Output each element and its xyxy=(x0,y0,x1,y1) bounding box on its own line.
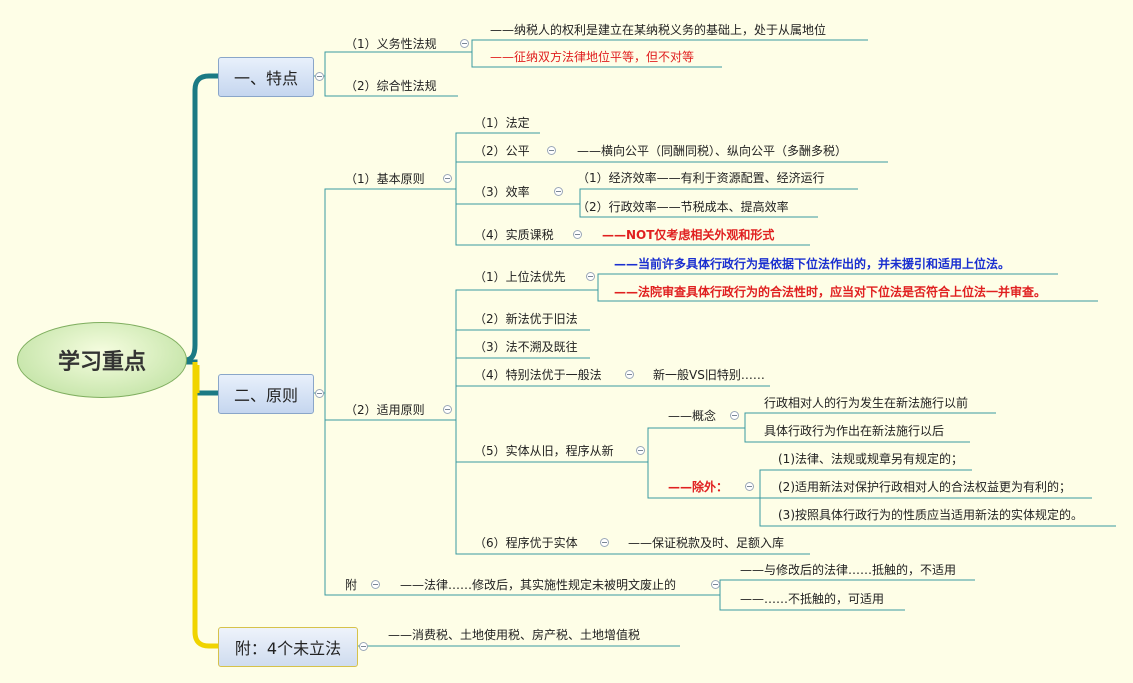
node-obligation-note1[interactable]: ——纳税人的权利是建立在某纳税义务的基础上，处于从属地位 xyxy=(490,23,827,37)
node-applicable-principles[interactable]: （2）适用原则 xyxy=(345,403,425,417)
node-exception-2[interactable]: (2)适用新法对保护行政相对人的合法权益更为有利的； xyxy=(778,480,1072,494)
node-efficiency[interactable]: （3）效率 xyxy=(474,185,530,199)
node-obligation[interactable]: （1）义务性法规 xyxy=(345,37,437,51)
collapse-icon[interactable] xyxy=(443,174,452,183)
node-concept-1[interactable]: 行政相对人的行为发生在新法施行以前 xyxy=(764,396,969,410)
node-concept-2[interactable]: 具体行政行为作出在新法施行以后 xyxy=(764,424,945,438)
root-node[interactable]: 学习重点 xyxy=(17,322,187,398)
collapse-icon[interactable] xyxy=(711,580,720,589)
collapse-icon[interactable] xyxy=(586,272,595,281)
node-legality[interactable]: （1）法定 xyxy=(474,116,530,130)
branch-principles[interactable]: 二、原则 xyxy=(218,374,314,414)
node-concept[interactable]: ——概念 xyxy=(668,409,717,423)
node-non-retroactive[interactable]: （3）法不溯及既往 xyxy=(474,340,578,354)
node-comprehensive[interactable]: （2）综合性法规 xyxy=(345,79,437,93)
node-substance-procedure[interactable]: （5）实体从旧，程序从新 xyxy=(474,444,614,458)
node-substance[interactable]: （4）实质课税 xyxy=(474,228,554,242)
branch-features-label: 一、特点 xyxy=(233,69,298,88)
collapse-icon[interactable] xyxy=(460,39,469,48)
node-appendix-conflict[interactable]: ——与修改后的法律……抵触的，不适用 xyxy=(740,563,957,577)
branch-features[interactable]: 一、特点 xyxy=(218,57,314,97)
collapse-icon[interactable] xyxy=(625,370,634,379)
node-exception-3[interactable]: (3)按照具体行政行为的性质应当适用新法的实体规定的。 xyxy=(778,508,1084,522)
node-exception-1[interactable]: (1)法律、法规或规章另有规定的； xyxy=(778,452,963,466)
root-label: 学习重点 xyxy=(57,350,146,375)
branch-unlegislated[interactable]: 附：4个未立法 xyxy=(218,627,358,667)
collapse-icon[interactable] xyxy=(315,389,324,398)
node-new-law[interactable]: （2）新法优于旧法 xyxy=(474,312,578,326)
node-unlegislated-note[interactable]: ——消费税、土地使用税、房产税、土地增值税 xyxy=(388,628,641,642)
node-obligation-note2[interactable]: ——征纳双方法律地位平等，但不对等 xyxy=(490,50,695,64)
collapse-icon[interactable] xyxy=(730,411,739,420)
node-superior-law-note1[interactable]: ——当前许多具体行政行为是依据下位法作出的，并未援引和适用上位法。 xyxy=(614,257,1011,271)
collapse-icon[interactable] xyxy=(371,580,380,589)
collapse-icon[interactable] xyxy=(443,405,452,414)
node-admin-efficiency[interactable]: （2）行政效率——节税成本、提高效率 xyxy=(577,200,789,214)
node-procedure-first-note[interactable]: ——保证税款及时、足额入库 xyxy=(628,536,785,550)
node-basic-principles[interactable]: （1）基本原则 xyxy=(345,172,425,186)
node-procedure-first[interactable]: （6）程序优于实体 xyxy=(474,536,578,550)
node-economic-efficiency[interactable]: （1）经济效率——有利于资源配置、经济运行 xyxy=(577,171,825,185)
collapse-icon[interactable] xyxy=(547,146,556,155)
node-superior-law-note2[interactable]: ——法院审查具体行政行为的合法性时，应当对下位法是否符合上位法一并审查。 xyxy=(614,285,1047,299)
node-appendix-noconflict[interactable]: ——……不抵触的，可适用 xyxy=(740,592,885,606)
node-special-law[interactable]: （4）特别法优于一般法 xyxy=(474,368,602,382)
branch-unlegislated-label: 附：4个未立法 xyxy=(234,639,342,658)
collapse-icon[interactable] xyxy=(600,538,609,547)
node-fairness-note[interactable]: ——横向公平（同酬同税）、纵向公平（多酬多税） xyxy=(577,144,848,158)
collapse-icon[interactable] xyxy=(315,72,324,81)
collapse-icon[interactable] xyxy=(554,187,563,196)
node-exceptions[interactable]: ——除外： xyxy=(668,480,729,494)
node-superior-law[interactable]: （1）上位法优先 xyxy=(474,270,566,284)
branch-principles-label: 二、原则 xyxy=(233,386,298,405)
node-special-law-note[interactable]: 新一般VS旧特别…… xyxy=(653,368,765,382)
collapse-icon[interactable] xyxy=(573,230,582,239)
node-fairness[interactable]: （2）公平 xyxy=(474,144,530,158)
collapse-icon[interactable] xyxy=(636,446,645,455)
collapse-icon[interactable] xyxy=(745,482,754,491)
node-appendix-note[interactable]: ——法律……修改后，其实施性规定未被明文废止的 xyxy=(400,578,677,592)
node-appendix[interactable]: 附 xyxy=(345,578,358,592)
collapse-icon[interactable] xyxy=(359,642,368,651)
node-substance-note[interactable]: ——NOT仅考虑相关外观和形式 xyxy=(602,228,775,242)
